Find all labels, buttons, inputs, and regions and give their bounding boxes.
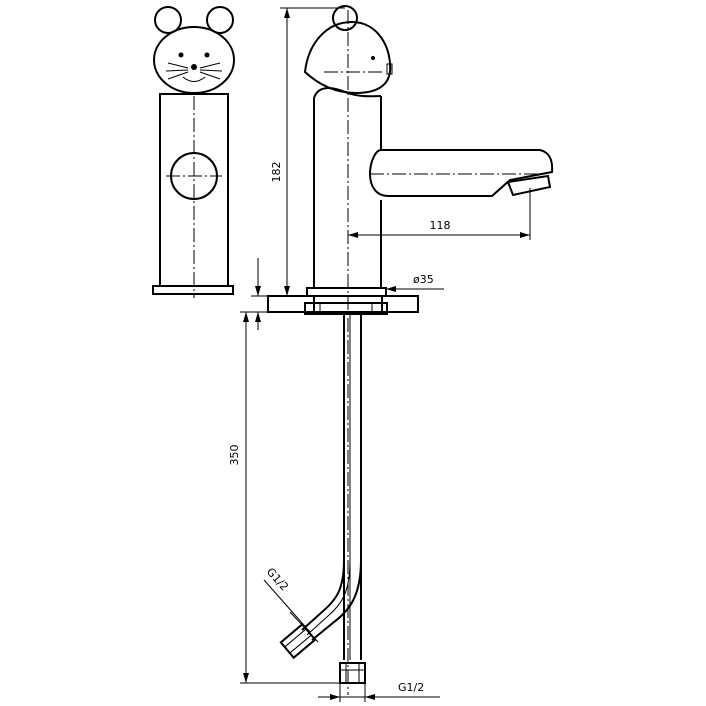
side-lever-tip — [386, 63, 393, 75]
dim-reach-label: 118 — [430, 219, 451, 232]
front-base — [152, 285, 234, 295]
mouse-face — [165, 52, 223, 82]
side-eye — [371, 56, 375, 60]
side-view — [267, 5, 554, 695]
dimensions: 182 118 ø35 350 G1/2 — [228, 7, 531, 702]
dim-thread-side-label: G1/2 — [264, 565, 291, 593]
mouse-head — [153, 26, 235, 94]
spout — [368, 149, 554, 197]
front-view — [152, 6, 235, 298]
side-connector — [279, 622, 317, 660]
aerator — [506, 174, 552, 197]
side-ear — [332, 5, 358, 31]
side-neck — [313, 87, 382, 99]
side-collar — [306, 287, 387, 297]
bottom-connector — [339, 662, 366, 684]
mouse-right-ear — [206, 6, 234, 34]
mounting-nut — [304, 302, 388, 315]
mouse-left-ear — [154, 6, 182, 34]
supply-pipes — [279, 314, 366, 684]
dim-thread-bottom-label: G1/2 — [398, 681, 424, 694]
dim-diameter-label: ø35 — [413, 273, 434, 286]
dim-height-label: 182 — [270, 162, 283, 183]
dim-pipe-length-label: 350 — [228, 445, 241, 466]
